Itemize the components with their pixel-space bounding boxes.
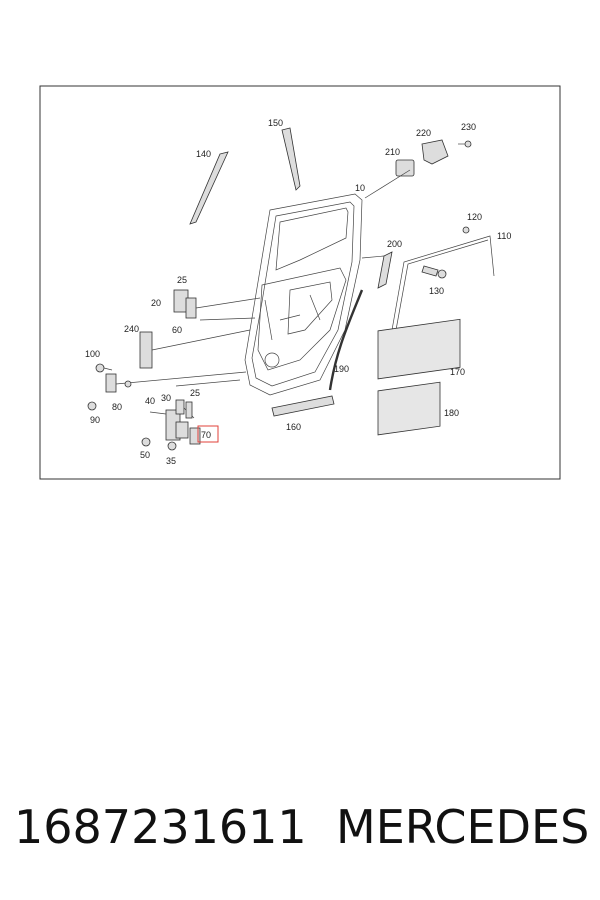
callout-30: 30 [161, 393, 171, 403]
callout-60: 60 [172, 325, 182, 335]
part-30 [175, 399, 185, 415]
callout-220: 220 [416, 128, 431, 138]
callout-180: 180 [444, 408, 459, 418]
part-200 [377, 251, 393, 289]
callout-20: 20 [151, 298, 161, 308]
bracket-80 [105, 371, 247, 393]
trim-strip-150 [281, 127, 301, 191]
brand-name: MERCEDES [336, 800, 590, 854]
hinge-lower [149, 379, 241, 441]
part-25-lower [185, 401, 193, 419]
bracket-70 [189, 427, 201, 445]
highlight-box-70 [197, 425, 219, 443]
panel-170 [377, 318, 461, 380]
panel-180 [377, 381, 441, 436]
callout-110: 110 [497, 231, 511, 241]
bolt-130 [421, 265, 439, 277]
callout-100: 100 [85, 349, 100, 359]
trim-strip-140 [189, 151, 229, 225]
sill-160 [271, 395, 335, 417]
callout-10: 10 [355, 183, 365, 193]
hinge-240 [139, 329, 251, 369]
nut-35 [167, 441, 177, 451]
screw-230 [458, 140, 472, 148]
callout-140: 140 [196, 149, 211, 159]
callout-130: 130 [429, 286, 444, 296]
door-shell [244, 193, 363, 396]
part-210 [395, 159, 415, 177]
diagram-frame [39, 85, 561, 480]
callout-70: 70 [201, 430, 211, 440]
callout-240: 240 [124, 324, 139, 334]
callout-120: 120 [467, 212, 482, 222]
callout-210: 210 [385, 147, 400, 157]
callout-80: 80 [112, 402, 122, 412]
callout-230: 230 [461, 122, 476, 132]
bolt-50 [141, 437, 151, 447]
callout-50: 50 [140, 450, 150, 460]
callout-90: 90 [90, 415, 100, 425]
callout-150: 150 [268, 118, 283, 128]
part-number: 1687231611 [14, 800, 307, 854]
parts-diagram: 10 20 25 25 30 35 40 50 60 70 80 90 100 … [39, 85, 561, 480]
bolt-100 [95, 363, 113, 373]
product-footer: 1687231611 MERCEDES [0, 800, 600, 860]
callout-200: 200 [387, 239, 402, 249]
callout-190: 190 [334, 364, 349, 374]
callout-35: 35 [166, 456, 176, 466]
callout-160: 160 [286, 422, 301, 432]
bolt-90 [87, 401, 97, 411]
channel-110 [391, 235, 495, 331]
callout-25-lower: 25 [190, 388, 200, 398]
callout-25-upper: 25 [177, 275, 187, 285]
callout-170: 170 [450, 367, 465, 377]
seal-190 [328, 289, 364, 391]
clip-120 [462, 226, 470, 234]
hinge-upper [173, 289, 261, 321]
callout-40: 40 [145, 396, 155, 406]
part-220 [421, 139, 449, 165]
